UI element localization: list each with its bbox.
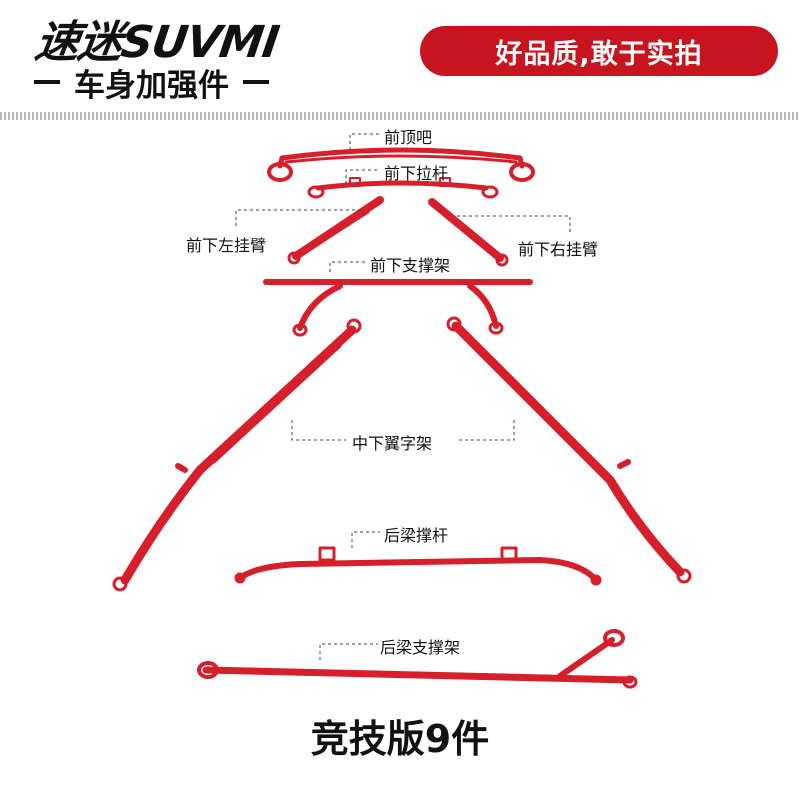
label-mid-lower-wing: 中下翼字架 bbox=[352, 434, 433, 453]
edition-title: 竞技版9件 bbox=[310, 717, 490, 761]
part-front-strut-bar bbox=[267, 147, 535, 182]
quality-banner: 好品质,敢于实拍 bbox=[420, 26, 778, 76]
label-front-lower-left-arm: 前下左挂臂 bbox=[186, 236, 267, 255]
subtitle-text: 车身加强件 bbox=[74, 67, 229, 104]
label-front-lower-support: 前下支撑架 bbox=[370, 256, 451, 275]
part-front-lower-support bbox=[263, 279, 533, 337]
subtitle-dash-left bbox=[34, 80, 60, 84]
subtitle-dash-right bbox=[243, 80, 269, 84]
label-rear-beam-bar: 后梁撑杆 bbox=[384, 526, 449, 545]
brand-subtitle: 车身加强件 bbox=[34, 62, 269, 104]
label-front-lower-bar: 前下拉杆 bbox=[384, 164, 449, 183]
header-divider bbox=[0, 112, 800, 120]
label-front-lower-right-arm: 前下右挂臂 bbox=[518, 240, 599, 259]
part-front-lower-right-arm bbox=[428, 198, 509, 267]
label-rear-beam-support: 后梁支撑架 bbox=[380, 638, 461, 657]
part-front-lower-left-arm bbox=[287, 196, 384, 265]
header: 速迷SUVMI 车身加强件 好品质,敢于实拍 bbox=[0, 0, 800, 112]
part-mid-lower-wing bbox=[112, 316, 692, 592]
part-front-lower-bar bbox=[307, 177, 499, 199]
part-rear-beam-support bbox=[197, 629, 638, 689]
part-rear-beam-bar bbox=[234, 546, 602, 586]
label-front-strut-bar: 前顶吧 bbox=[384, 128, 433, 147]
